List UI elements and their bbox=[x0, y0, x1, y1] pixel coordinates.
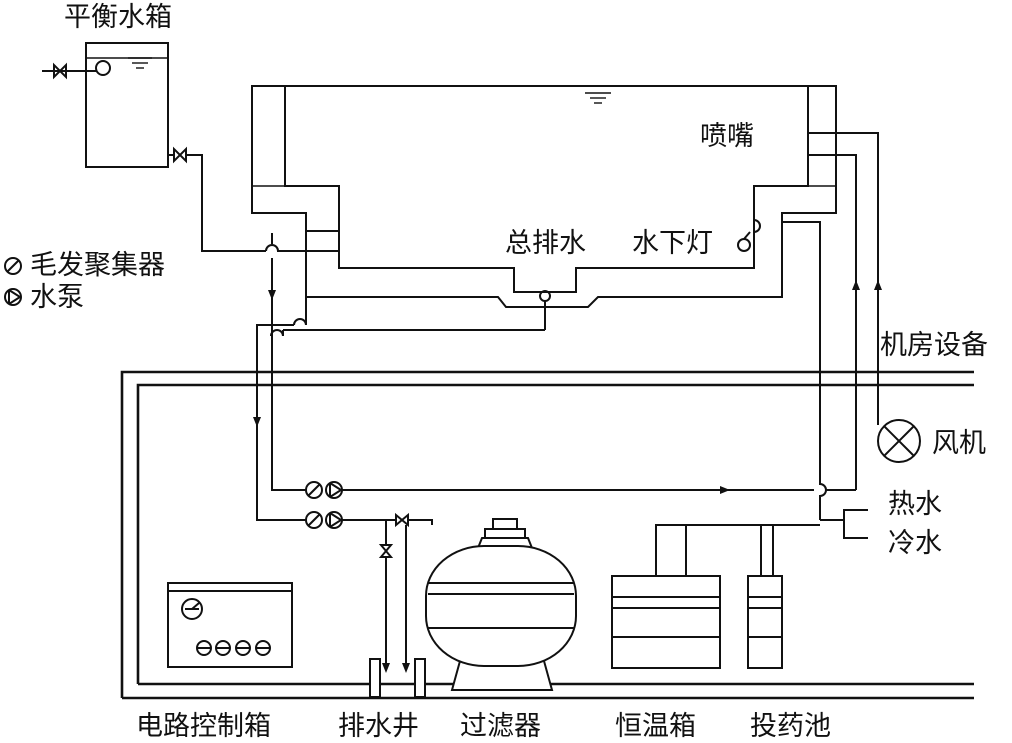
upper-pump-set bbox=[305, 481, 856, 499]
main-drain-label: 总排水 bbox=[505, 228, 586, 259]
swimming-pool bbox=[251, 85, 837, 308]
inlet-valve-icon bbox=[42, 62, 67, 80]
main-drain-icon bbox=[283, 290, 551, 331]
filter-label: 过滤器 bbox=[460, 711, 541, 742]
dosing-label: 投药池 bbox=[750, 711, 831, 742]
pump-legend-label: 水泵 bbox=[30, 282, 84, 313]
fan-icon bbox=[877, 419, 921, 463]
sand-filter bbox=[425, 518, 577, 691]
hair-collector-legend-label: 毛发聚集器 bbox=[30, 250, 165, 281]
dosing-tank bbox=[747, 525, 783, 669]
lower-pump-set bbox=[305, 511, 433, 673]
heater bbox=[611, 524, 820, 669]
hot-water-label: 热水 bbox=[888, 489, 942, 520]
hair-collector-legend-icon bbox=[4, 257, 22, 275]
machine-room-label: 机房设备 bbox=[880, 330, 988, 361]
outlet-valve-icon bbox=[168, 146, 266, 252]
fan-label: 风机 bbox=[932, 428, 986, 459]
drain-well-label: 排水井 bbox=[338, 711, 419, 742]
underwater-light-label: 水下灯 bbox=[632, 228, 713, 259]
drain-well bbox=[369, 658, 426, 698]
cold-water-label: 冷水 bbox=[888, 528, 942, 559]
machine-room-frame bbox=[120, 370, 974, 700]
heater-label: 恒温箱 bbox=[615, 711, 696, 742]
balance-tank bbox=[42, 42, 266, 252]
control-box-label: 电路控制箱 bbox=[136, 711, 271, 742]
balance-tank-label: 平衡水箱 bbox=[64, 2, 172, 33]
pump-legend-icon bbox=[4, 288, 22, 306]
nozzle-label: 喷嘴 bbox=[700, 121, 754, 152]
control-box bbox=[167, 582, 293, 668]
underwater-light-icon bbox=[737, 231, 751, 252]
